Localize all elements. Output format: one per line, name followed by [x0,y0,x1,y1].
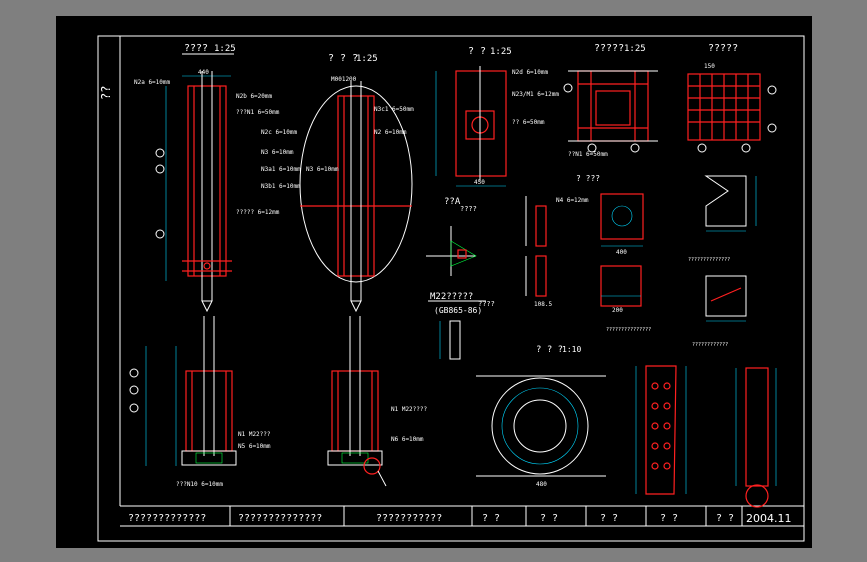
view-title-top: ? ? [468,46,486,57]
rebar-label-n23: N23/M1 6=12mm [512,91,559,98]
rebar-label-n3-2: N3 6=10mm [306,166,339,173]
view-sub-section-a: ???? [460,205,477,213]
rebar-label-n2b: N2b 6=20mm [236,93,273,100]
rebar-label-n2: N2 6=10mm [374,129,407,136]
dim-150: 150 [704,63,715,70]
rebar-label-n5: N5 6=10mm [238,443,271,450]
title-cell-1: ????????????? [128,513,206,524]
rebar-label-n2c: N2c 6=10mm [261,129,298,136]
elevation-view-1: ???? 1:25 440 N2a 6=10mm N2b 6=20mm ???N… [134,43,301,313]
cad-viewport[interactable]: ?? ????????????? ?????????????? ????????… [56,16,812,548]
rebar-label-n4: N4 6=12mm [556,197,589,204]
view-title-flange: ? ? ? [536,345,563,355]
plan-view-1: ????? 1:25 ??N1 6=50mm [563,43,658,158]
view-title-elevation2: ? ? ? [328,53,358,64]
rebar-label-n10: ???N10 6=10mm [176,481,223,488]
view-title-plan1: ????? [594,43,624,54]
rebar-label-n3: N3 6=10mm [261,149,294,156]
dim-450: 450 [474,179,485,186]
top-view: ? ? 1:25 450 N2d 6=10mm N23/M1 6=12mm ??… [435,46,559,187]
view-title-section-a: ??A [444,197,461,207]
drawing-border [97,35,805,542]
rebar-label-n2a: N2a 6=10mm [134,79,171,86]
notes: ?????????????? ??????????????? ?????????… [606,257,730,348]
anchor-standard: (GB865-86) [434,306,482,315]
title-cell-5: ? ? [540,513,558,524]
view-scale-elevation1: 1:25 [214,44,236,54]
rebar-label-n1-bolt: N1 M22??? [238,431,271,438]
section-a: ??A ???? [426,197,477,276]
dim-200: 200 [612,307,623,314]
rebar-label-n3b1: N3b1 6=10mm [261,183,301,190]
title-cell-2: ?????????????? [238,513,322,524]
hole-marker-label: ? ??? [576,174,600,183]
anchor-bolt-detail: M22????? (GB865-86) ???? [428,292,495,360]
dim-440: 440 [198,69,209,76]
elevation-view-2: ? ? ? 1:25 M001200 N3c1 6=50mm N2 6=10mm… [299,53,414,313]
note-3: ???????????? [692,342,728,348]
rebar-label-50: ?? 6=50mm [512,119,545,126]
drawing-canvas: ?? ????????????? ?????????????? ????????… [97,35,805,542]
anchor-title: M22????? [430,292,473,302]
tall-plate [635,365,687,495]
anchor-sub: ???? [478,300,495,308]
title-cell-3: ??????????? [376,513,442,524]
note-2: ??????????????? [606,327,651,333]
dim-400: 400 [616,249,627,256]
bent-plate-details [704,175,757,322]
flange-plate: ? ? ? 1:10 480 [476,345,606,488]
lower-elevation-2: N1 M22???? N6 6=10mm [327,316,428,487]
view-scale-elevation2: 1:25 [356,54,378,64]
dim-480: 480 [536,481,547,488]
title-cell-7: ? ? [660,513,678,524]
rebar-label-hoop: ????? 6=12mm [236,209,280,216]
hook-details: 108.5 N4 6=12mm [525,196,589,308]
rebar-label-n1: ???N1 6=50mm [236,109,280,116]
view-title-elevation1: ???? [184,43,208,54]
view-scale-top: 1:25 [490,47,512,57]
dim-108: 108.5 [534,301,552,308]
tube-detail [735,367,777,508]
title-cell-4: ? ? [482,513,500,524]
plan-view-2: ????? 150 [687,43,777,153]
view-scale-plan1: 1:25 [624,44,646,54]
rebar-label-n1-plan: ??N1 6=50mm [568,151,608,158]
plate-detail: ? ??? 400 200 [576,174,644,314]
title-cell-6: ? ? [600,513,618,524]
title-date: 2004.11 [746,512,792,525]
title-cell-8: ? ? [716,513,734,524]
rebar-label-n3a1: N3a1 6=10mm [261,166,301,173]
view-scale-flange: 1:10 [562,345,581,354]
rebar-label-n3c1: N3c1 6=50mm [374,106,414,113]
view-title-plan2: ????? [708,43,738,54]
rebar-label-n1-bolt-2: N1 M22???? [391,406,428,413]
note-1: ?????????????? [688,257,730,263]
lower-elevation-1: N1 M22??? N5 6=10mm ???N10 6=10mm [129,316,271,488]
margin-label: ?? [99,86,113,100]
rebar-label-n6: N6 6=10mm [391,436,424,443]
title-block: ????????????? ?????????????? ???????????… [120,505,804,527]
rebar-label-n2d: N2d 6=10mm [512,69,549,76]
rebar-label-m001200: M001200 [331,76,357,83]
